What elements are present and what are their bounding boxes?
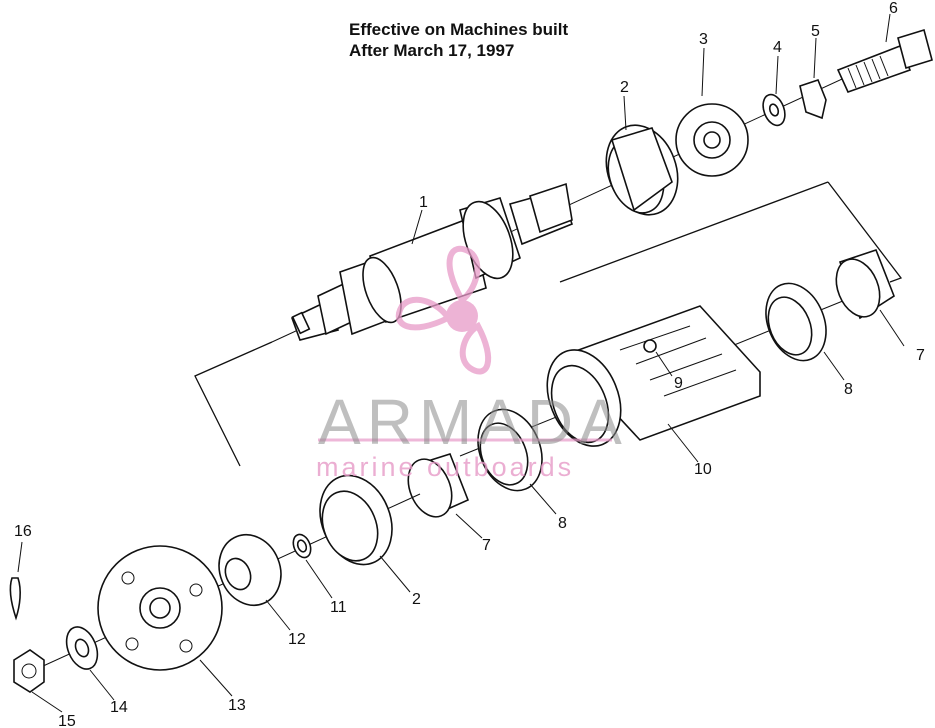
callout-3: 3 [699,31,708,48]
leader-lines [17,13,905,713]
callout-12: 12 [288,631,306,648]
washer-lower-part [65,626,99,670]
callout-5: 5 [811,23,820,40]
heading-line-2: After March 17, 1997 [349,41,515,60]
washer-upper-part [762,93,786,127]
group-bracket-right [827,181,903,283]
watermark-brand: ARMADA [318,386,628,458]
bearing-lower-part [319,474,393,566]
callout-2-lower: 2 [412,591,421,608]
group-bracket [194,341,273,467]
callout-13: 13 [228,697,246,714]
callout-1: 1 [419,194,428,211]
bolt-part [836,28,933,93]
shaft-part [290,182,574,341]
callout-8-middle: 8 [558,515,567,532]
tapered-bearing-middle-part [407,453,470,518]
spacer-part [218,533,282,607]
callout-7-middle: 7 [482,537,491,554]
callout-8-right: 8 [844,381,853,398]
callout-labels: 1 2 3 4 5 6 7 8 9 10 8 7 2 11 12 13 14 1… [14,0,925,728]
watermark-tagline: marine outboards [316,452,575,482]
cotter-pin-part [9,577,21,621]
callout-2-upper: 2 [620,79,629,96]
callout-6: 6 [889,0,898,17]
callout-11: 11 [330,599,347,616]
propeller-logo-icon [395,245,492,375]
bearing-upper-part [605,124,679,216]
race-right-part [765,282,827,362]
callout-9: 9 [674,375,683,392]
callout-16: 16 [14,523,32,540]
washer-small-part [292,533,312,559]
tapered-bearing-right-part [835,249,895,320]
callout-14: 14 [110,699,128,716]
housing-part [546,305,761,447]
callout-15: 15 [58,713,76,728]
callout-7-right: 7 [916,347,925,364]
small-sprocket-part [675,103,749,177]
nut-part [13,649,45,693]
heading-line-1: Effective on Machines built [349,20,569,39]
callout-10: 10 [694,461,712,478]
lock-tab-part [799,79,827,120]
large-sprocket-part [97,545,223,671]
callout-4: 4 [773,39,782,56]
effective-date-heading: Effective on Machines built After March … [349,19,568,61]
group-bracket-top [559,181,829,283]
